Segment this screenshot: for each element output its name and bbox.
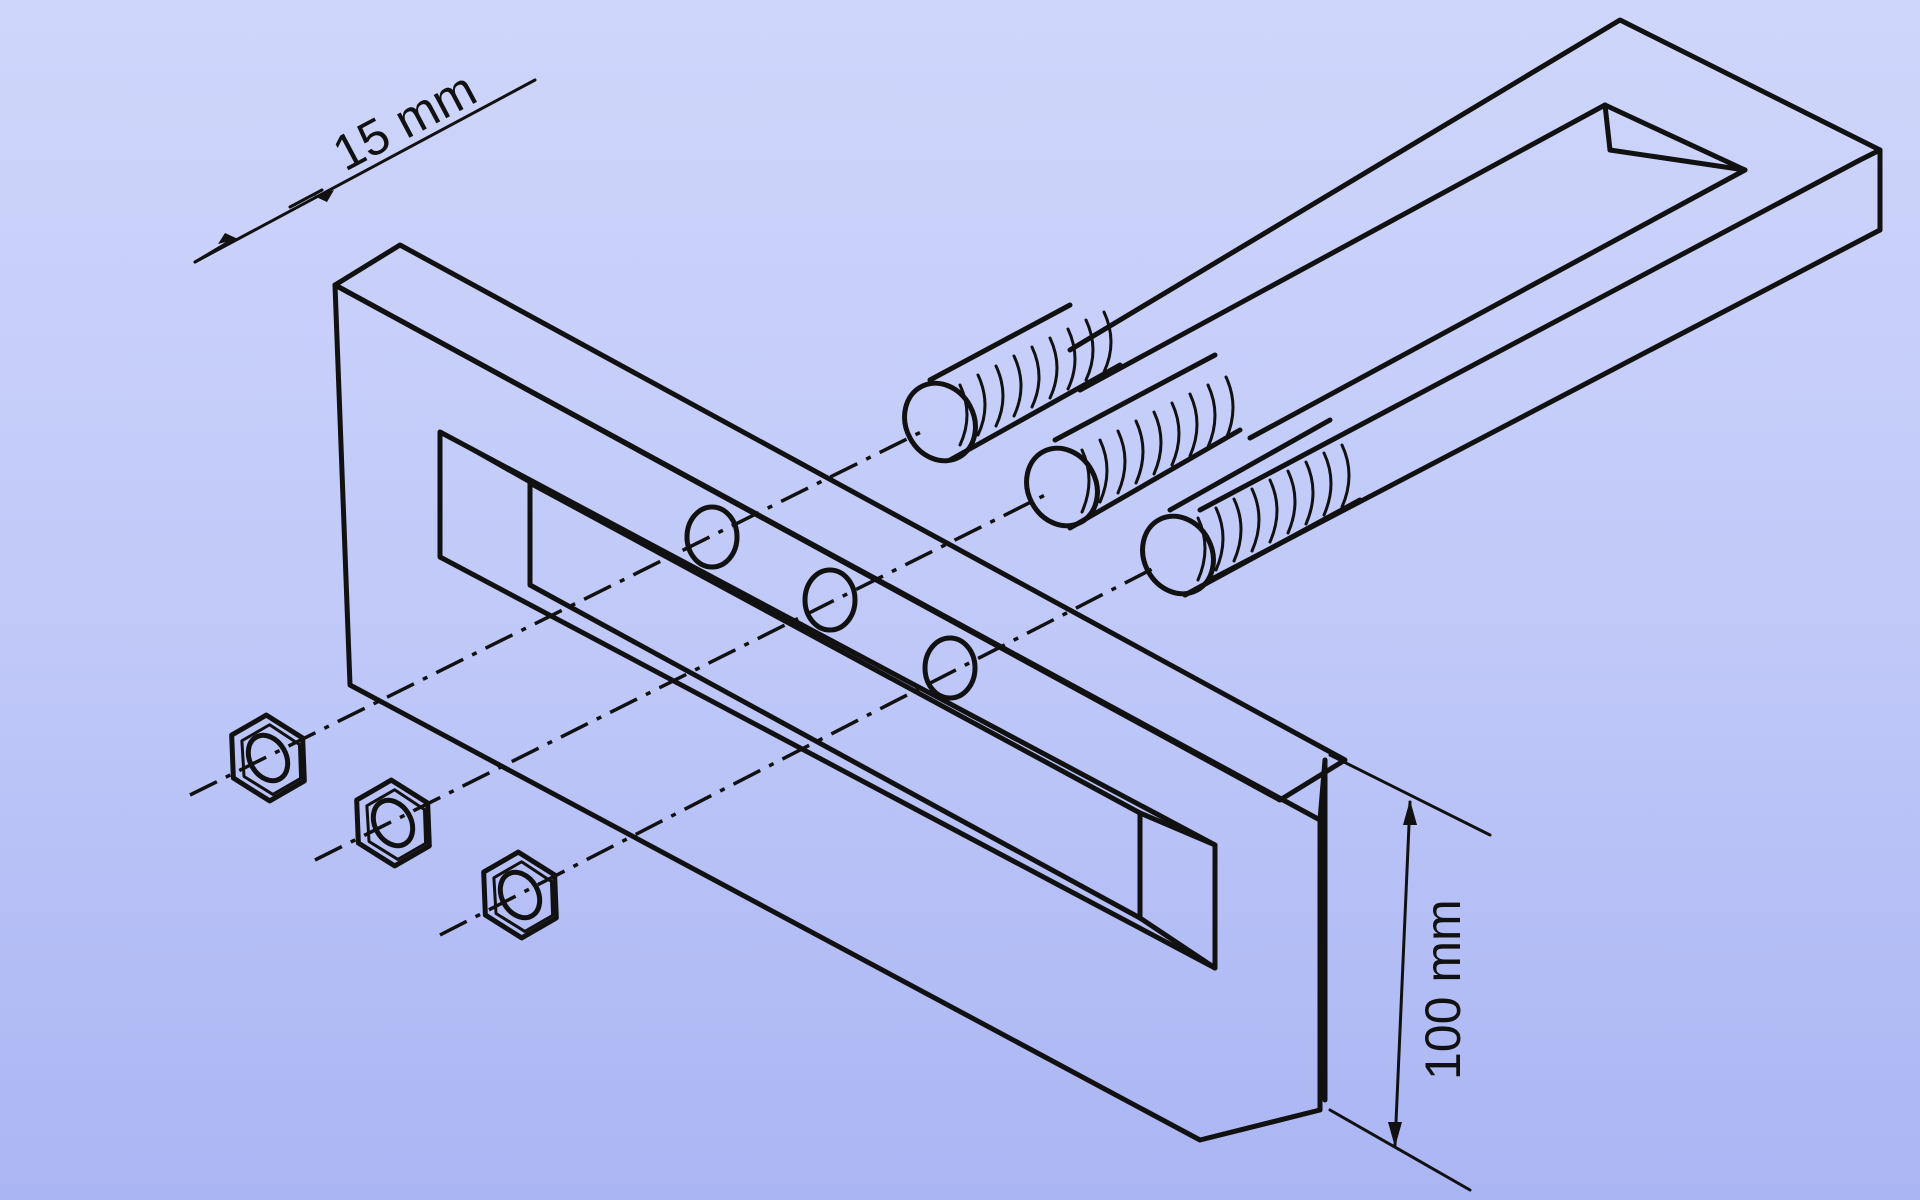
u-frame-inner-depth-2 <box>1607 147 1748 173</box>
slot-depth-edge-bottom <box>1137 915 1218 971</box>
thickness-dimension: 15 mm <box>193 61 537 264</box>
rod-3-threads <box>1196 443 1351 582</box>
height-arrowhead-top <box>1403 800 1417 825</box>
centerline-rod-2 <box>314 493 1046 862</box>
thickness-dimension-line <box>193 78 537 264</box>
height-dimension-line <box>1393 800 1412 1147</box>
rod-2-end <box>1024 445 1100 529</box>
rod-2-threads <box>1080 375 1235 514</box>
centerline-rod-1 <box>189 428 926 797</box>
height-extension-line-top <box>1328 753 1492 837</box>
u-frame-outer-bottom <box>1197 147 1883 513</box>
nuts <box>229 712 559 941</box>
nut-2 <box>354 777 432 869</box>
thickness-arrowhead-left <box>218 233 238 244</box>
u-frame-outer-top <box>1067 17 1883 353</box>
nut-1 <box>229 712 307 804</box>
u-frame-inner-opening <box>1077 102 1748 441</box>
nut-3 <box>481 849 559 941</box>
height-dimension: 100 mm <box>1328 753 1492 1192</box>
front-plate-end-face <box>1317 757 1328 1103</box>
slot-depth-edge-top <box>1137 810 1218 848</box>
rod-1-threads <box>958 310 1113 447</box>
front-plate-front-face <box>332 282 1323 1143</box>
rod-3-bottom-edge <box>1182 497 1363 598</box>
thickness-extension-line-right <box>288 188 324 209</box>
rod-1-end <box>902 380 978 464</box>
centerlines <box>189 428 1161 937</box>
height-extension-line-bottom <box>1328 1108 1472 1192</box>
rod-1-bottom-edge <box>947 362 1123 463</box>
slot-depth-edge-left <box>438 430 532 485</box>
thickness-label: 15 mm <box>324 61 485 182</box>
slot-inner-edge <box>527 480 1143 921</box>
front-plate <box>332 242 1348 1143</box>
rod-3-end <box>1140 513 1216 597</box>
height-label: 100 mm <box>1415 899 1471 1080</box>
bolt-hole-1 <box>684 504 740 570</box>
thickness-arrowhead-right <box>314 190 334 202</box>
rod-1-top-edge <box>927 302 1073 383</box>
height-arrowhead-bottom <box>1388 1122 1402 1147</box>
rod-2-top-edge <box>1052 352 1218 443</box>
rod-2-bottom-edge <box>1067 427 1243 531</box>
bolt-hole-2 <box>802 567 858 633</box>
rod-3-top-edge <box>1167 417 1333 513</box>
centerline-rod-3 <box>439 563 1161 937</box>
u-bolt-frame <box>902 17 1883 598</box>
bolt-hole-3 <box>922 635 978 701</box>
u-frame-inner-depth <box>1602 102 1613 153</box>
